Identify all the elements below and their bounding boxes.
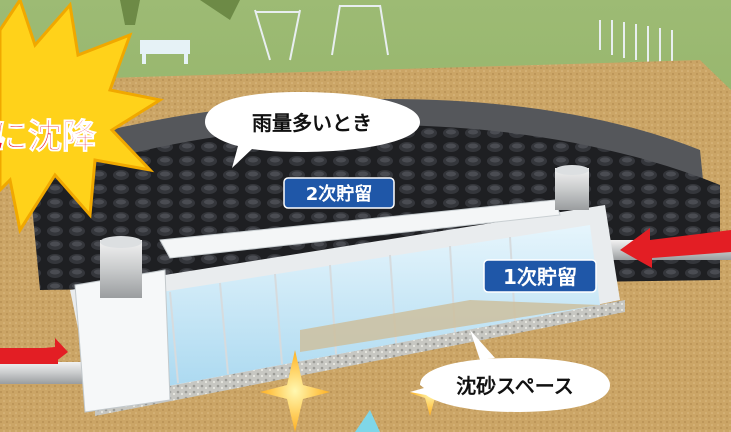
heavy-rain-label: 雨量多いとき (252, 111, 372, 135)
inflow-arrow (620, 228, 731, 268)
sediment-bubble (410, 358, 610, 412)
gravel-bed (95, 300, 625, 416)
secondary-storage-label: 2次貯留 (306, 183, 373, 205)
sediment-slope (300, 300, 600, 352)
sediment-space-label: 沈砂スペース (456, 374, 574, 398)
primary-storage-label: 1次貯留 (503, 265, 577, 289)
park-scenery (254, 4, 673, 66)
bench (140, 40, 190, 54)
heavy-rain-bubble (205, 92, 420, 168)
starburst-callout (0, 0, 164, 234)
stored-water (110, 225, 600, 395)
top-deck (159, 199, 561, 259)
burst-text: に沈降 (0, 117, 97, 157)
left-manhole (100, 240, 142, 298)
primary-storage-tag (483, 259, 597, 293)
secondary-storage-tag (283, 177, 395, 209)
